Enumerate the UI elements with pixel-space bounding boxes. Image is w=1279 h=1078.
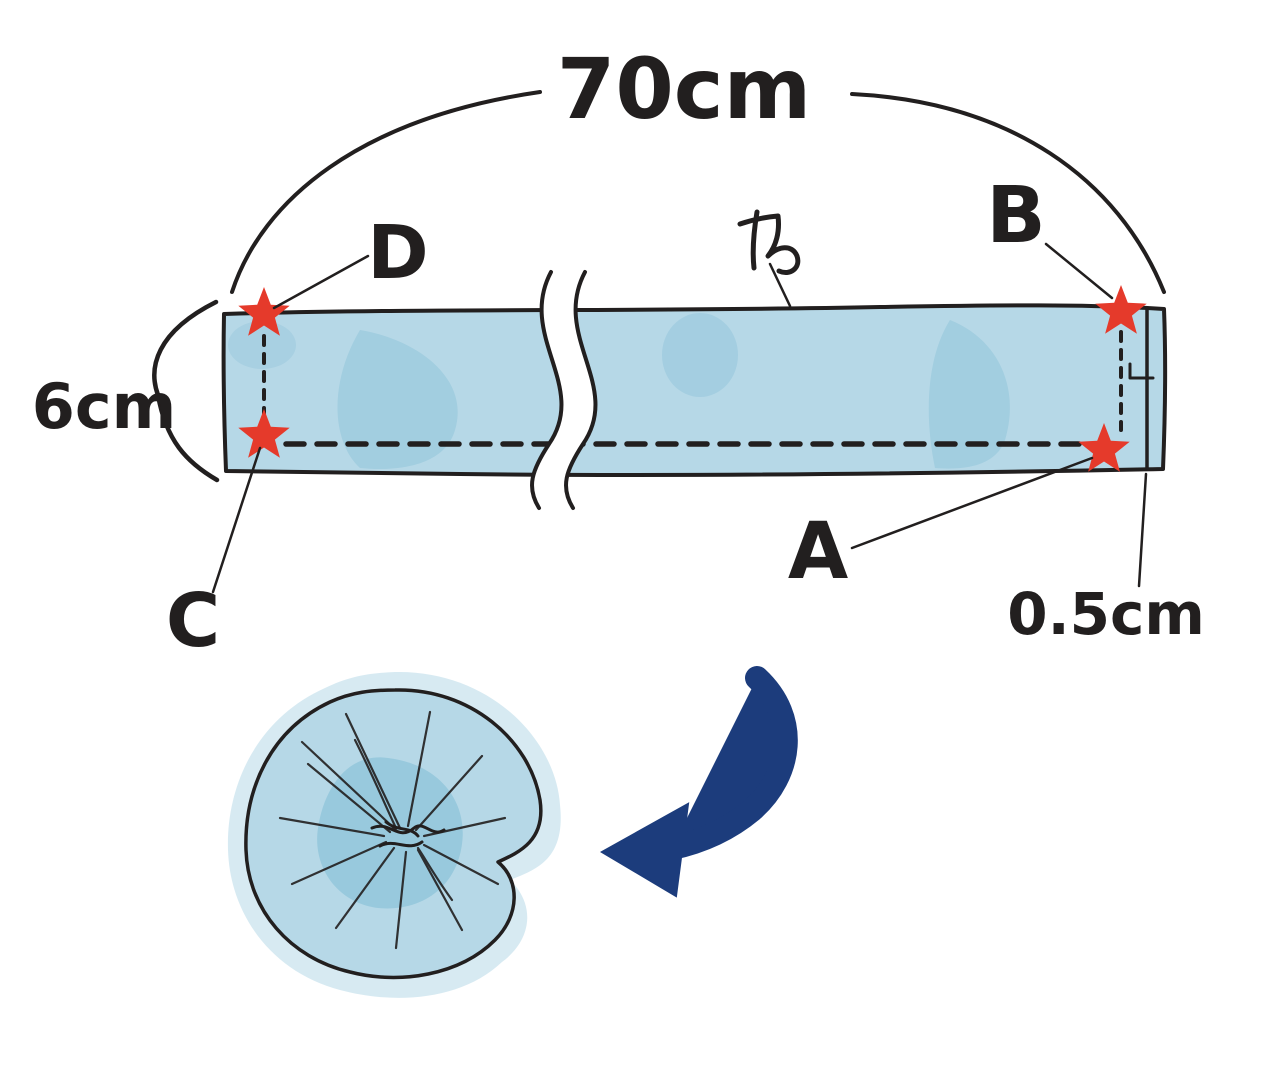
crease-line (334, 846, 396, 930)
star-d-icon (238, 287, 290, 336)
gather-creases (278, 710, 507, 950)
star-b-icon (1095, 285, 1147, 334)
point-c-pointer (211, 446, 262, 594)
point-a-label: A (788, 507, 848, 597)
crease-line (306, 762, 392, 834)
gathered-fabric (227, 671, 561, 998)
dimension-brace-left (152, 299, 220, 483)
crease-line (394, 850, 408, 950)
scribble-stroke (378, 840, 424, 848)
break-curve-right (564, 270, 598, 510)
point-d-label: D (367, 210, 428, 296)
transform-arrow-icon (599, 666, 798, 898)
arrow-head (599, 802, 690, 898)
seam-label: 0.5cm (1007, 580, 1205, 648)
crease-line (278, 816, 386, 838)
crease-line (416, 848, 464, 932)
scribble-stroke (370, 824, 446, 835)
break-curve-left (530, 270, 564, 510)
fold-glyph-stroke (737, 213, 801, 275)
dimension-width: 70cm (230, 40, 1166, 294)
fold-glyph-stroke (750, 209, 760, 271)
corner-stars (238, 285, 1147, 472)
point-b-pointer (1044, 242, 1114, 300)
break-mark (530, 256, 598, 524)
gather-center-scribble (370, 820, 446, 848)
fabric-strip (221, 303, 1168, 478)
dimension-arc-right (850, 92, 1166, 294)
arrow-shaft (660, 666, 798, 860)
point-labels: B D A C (166, 171, 1114, 664)
crease-line (414, 754, 484, 832)
fold-label (737, 209, 801, 308)
point-a-pointer (850, 456, 1094, 550)
crease-line (300, 740, 398, 832)
seam-dimension: 0.5cm (1007, 472, 1205, 648)
dimension-height: 6cm (32, 299, 220, 483)
crease-line (416, 846, 454, 902)
point-c-label: C (166, 578, 220, 664)
seam-pointer (1137, 472, 1148, 588)
break-gap (533, 256, 595, 524)
seam-tick (1128, 362, 1155, 380)
fabric-strip-body (221, 303, 1168, 478)
fold-pointer-line (768, 262, 792, 308)
width-label: 70cm (557, 40, 811, 138)
crease-line (344, 712, 402, 830)
texture-patch (337, 330, 458, 470)
point-b-label: B (986, 171, 1045, 261)
dimension-arc-left (230, 90, 542, 294)
crease-line (290, 840, 388, 886)
crease-line (422, 843, 500, 886)
texture-patch (662, 313, 738, 397)
star-a-icon (1078, 423, 1130, 472)
crease-line (406, 710, 432, 828)
scribble-stroke (384, 820, 420, 838)
crease-line (353, 738, 398, 830)
fabric-texture (228, 313, 1010, 470)
star-c-icon (238, 409, 290, 458)
stitch-lines (262, 330, 1123, 447)
texture-patch (928, 320, 1010, 469)
height-label: 6cm (32, 370, 177, 443)
point-d-pointer (272, 254, 370, 310)
